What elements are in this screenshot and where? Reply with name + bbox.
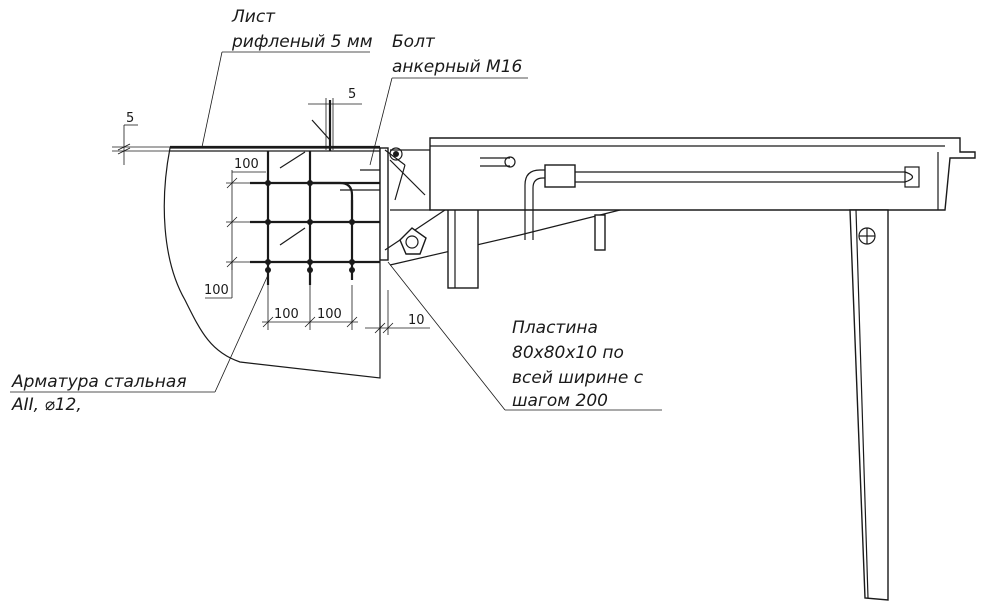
label-plate-3: всей ширине с (512, 368, 644, 388)
leg-post (849, 209, 889, 601)
leader-plate (387, 261, 662, 411)
dim-bottom-spacing-1-label: 100 (274, 307, 299, 322)
concrete-outline (163, 147, 381, 379)
embed-plate (379, 147, 389, 261)
leader-rebar (10, 274, 269, 393)
dim-left-vertical (205, 170, 268, 299)
label-bolt-2: анкерный М16 (392, 57, 523, 77)
latch-rod (480, 156, 920, 240)
label-plate-4: шагом 200 (512, 391, 608, 411)
label-plate-1: Пластина (512, 318, 598, 338)
dim-left-spacing-label: 100 (204, 283, 229, 298)
dim-plate-gap (365, 290, 430, 335)
label-rebar-1: Арматура стальная (11, 372, 187, 392)
label-bolt-1: Болт (392, 32, 436, 52)
label-sheet-1: Лист (231, 7, 276, 27)
dim-bottom-spacing-2-label: 100 (317, 307, 342, 322)
anchor-bolt (311, 100, 385, 191)
dim-top-spacing-label: 100 (234, 157, 259, 172)
top-beam (429, 137, 976, 211)
rebar-grid (250, 151, 380, 285)
dim-bolt-offset (308, 98, 362, 150)
dim-sheet-thickness (112, 124, 170, 165)
label-rebar-2: AII, ⌀12, (11, 395, 82, 415)
label-plate-2: 80х80х10 по (512, 343, 624, 363)
lower-bracket (594, 214, 606, 251)
label-sheet-2: рифленый 5 мм (231, 32, 373, 52)
dim-bottom-horizontal (262, 285, 358, 330)
leader-bolt (369, 77, 528, 166)
dim-sheet-thickness-label: 5 (126, 111, 134, 126)
dim-plate-gap-label: 10 (408, 313, 425, 328)
dim-bolt-offset-label: 5 (348, 87, 356, 102)
leader-sheet (201, 51, 370, 148)
